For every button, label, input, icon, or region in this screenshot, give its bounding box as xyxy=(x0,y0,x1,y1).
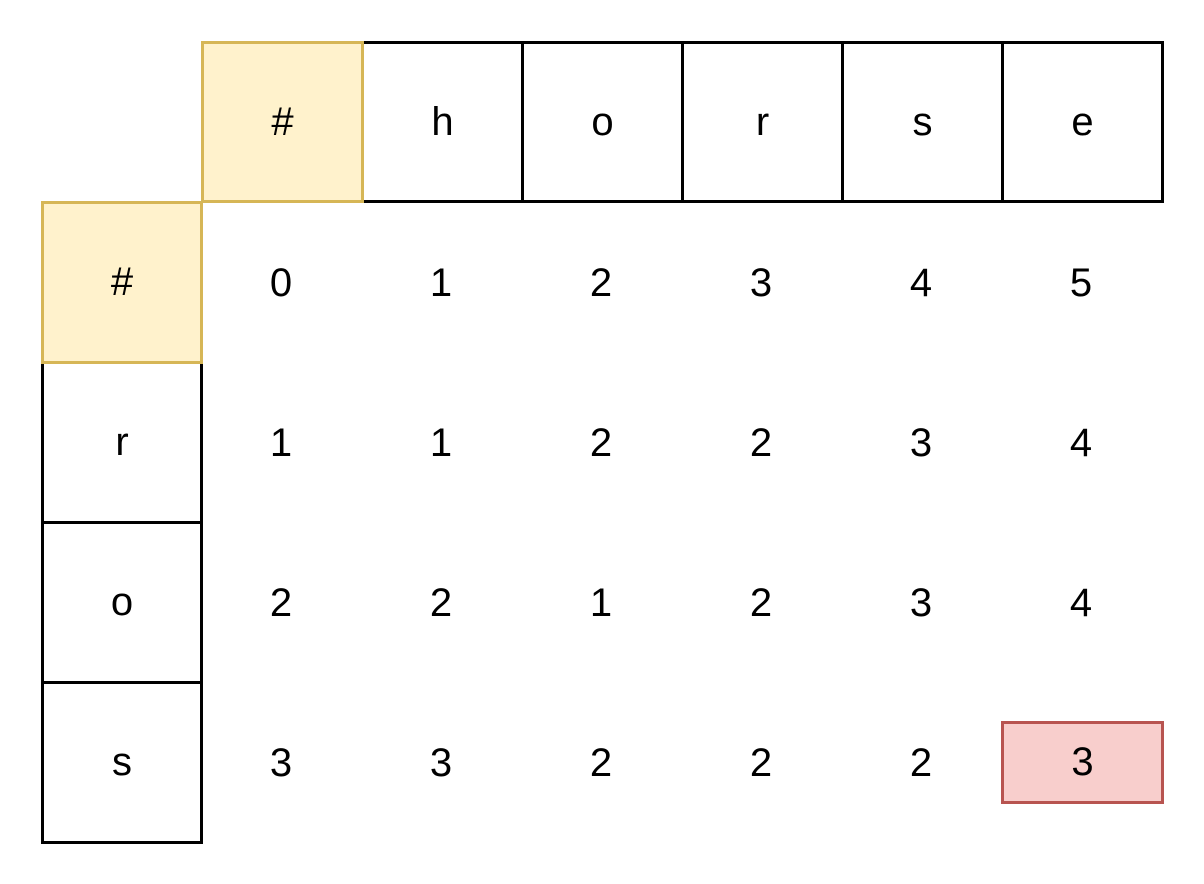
top-header-letter: h xyxy=(361,41,524,203)
left-header-letter: o xyxy=(41,521,203,684)
top-header-letter: r xyxy=(681,41,844,203)
left-header-letter: s xyxy=(41,681,203,844)
top-header-hash: # xyxy=(201,41,364,203)
matrix-cell: 3 xyxy=(909,420,933,465)
matrix-cell: 1 xyxy=(269,420,293,465)
matrix-cell: 2 xyxy=(589,740,613,785)
matrix-cell: 2 xyxy=(749,740,773,785)
left-header-hash: # xyxy=(41,201,203,364)
matrix-cell: 2 xyxy=(429,580,453,625)
matrix-cell: 3 xyxy=(429,740,453,785)
matrix-cell: 5 xyxy=(1069,260,1093,305)
matrix-cell: 3 xyxy=(269,740,293,785)
matrix-cell: 2 xyxy=(269,580,293,625)
top-header-letter: s xyxy=(841,41,1004,203)
matrix-cell: 0 xyxy=(269,260,293,305)
matrix-cell: 3 xyxy=(909,580,933,625)
matrix-cell: 2 xyxy=(589,420,613,465)
matrix-cell: 3 xyxy=(749,260,773,305)
matrix-cell: 1 xyxy=(589,580,613,625)
matrix-cell: 4 xyxy=(909,260,933,305)
matrix-cell: 2 xyxy=(749,580,773,625)
matrix-cell: 4 xyxy=(1069,580,1093,625)
top-header-letter: e xyxy=(1001,41,1164,203)
matrix-cell: 2 xyxy=(589,260,613,305)
top-header-letter: o xyxy=(521,41,684,203)
left-header-letter: r xyxy=(41,361,203,524)
matrix-cell: 4 xyxy=(1069,420,1093,465)
matrix-cell: 1 xyxy=(429,420,453,465)
result-cell: 3 xyxy=(1001,721,1164,804)
matrix-cell: 2 xyxy=(749,420,773,465)
matrix-cell: 2 xyxy=(909,740,933,785)
matrix-cell: 1 xyxy=(429,260,453,305)
